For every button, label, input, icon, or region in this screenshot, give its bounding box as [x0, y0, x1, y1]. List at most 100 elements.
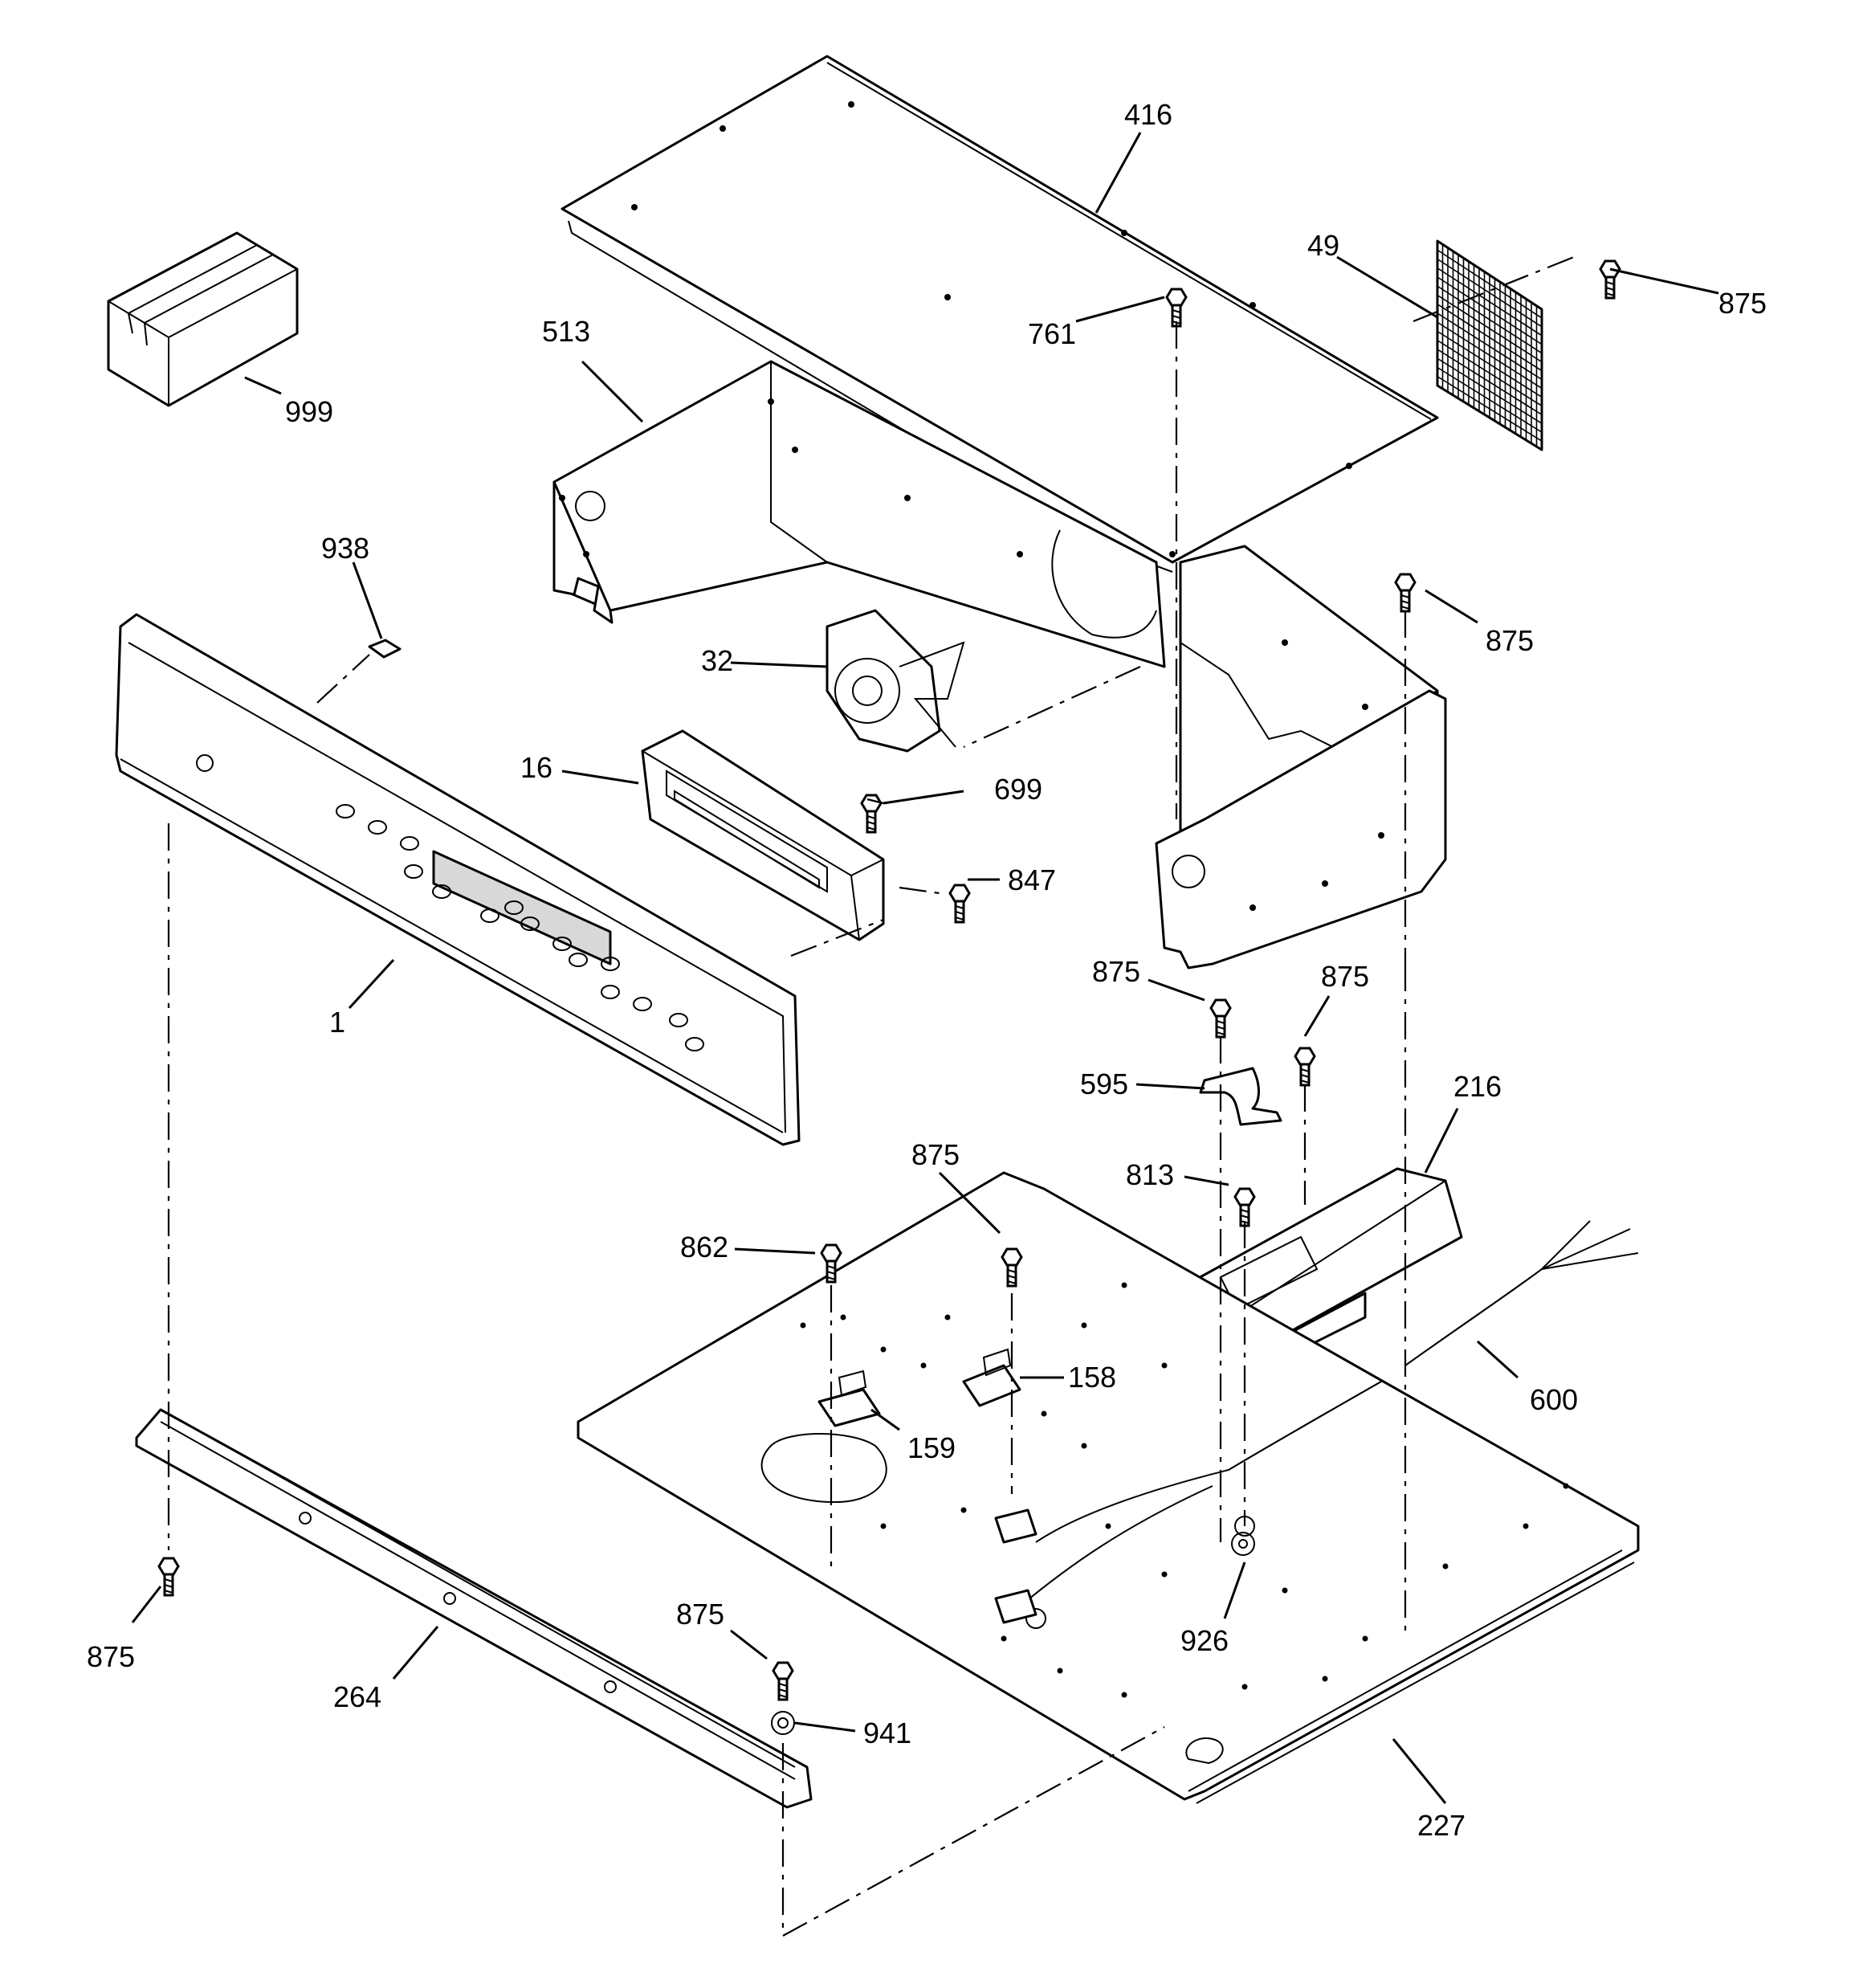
callout-875-top-right: 875 [1718, 287, 1767, 320]
thermostat-158 [962, 1348, 1021, 1407]
screw-icon [1599, 259, 1621, 300]
tray-hole [1322, 1676, 1328, 1682]
callout-16: 16 [520, 751, 552, 784]
panel-button-icon [685, 1037, 704, 1051]
callout-216: 216 [1453, 1070, 1502, 1103]
callout-264: 264 [333, 1680, 381, 1713]
cooling-fan-32 [826, 609, 965, 753]
screw-icon [1394, 573, 1417, 613]
mesh-line [1437, 330, 1543, 398]
panel-button-icon [633, 997, 652, 1011]
screw-icon [948, 884, 971, 924]
panel-button-icon [336, 804, 355, 818]
panel-button-icon [669, 1013, 688, 1027]
mesh-line [1437, 312, 1543, 381]
leader-lines [131, 132, 1719, 1804]
panel-button-icon [480, 908, 499, 923]
grille-mesh-49 [1436, 239, 1543, 451]
callout-926: 926 [1180, 1624, 1229, 1657]
callout-938: 938 [321, 532, 369, 565]
screw-icon [1294, 1047, 1316, 1087]
tray-hole [1563, 1483, 1569, 1489]
mesh-line [1437, 267, 1543, 337]
panel-button-icon [368, 820, 387, 835]
mesh-line [1437, 340, 1543, 406]
tray-hole [1001, 1635, 1007, 1642]
callout-875-mid-3: 875 [911, 1138, 960, 1171]
tray-hole [944, 1314, 951, 1321]
screw-icon [1001, 1247, 1023, 1288]
panel-button-icon [504, 900, 524, 915]
callout-1: 1 [329, 1006, 345, 1039]
clamp-595 [1199, 1067, 1282, 1126]
callout-875-left: 875 [87, 1640, 135, 1673]
mesh-line [1437, 294, 1543, 363]
callout-999: 999 [285, 395, 333, 428]
mesh-line [1437, 349, 1543, 415]
panel-button-icon [601, 957, 620, 971]
mesh-line [1437, 376, 1543, 442]
callout-941: 941 [863, 1717, 911, 1749]
assembly-lines [167, 255, 1575, 1937]
screw-group [157, 259, 1621, 1701]
screw-icon [772, 1661, 794, 1701]
tray-hole [880, 1346, 887, 1353]
screw-icon [1233, 1187, 1256, 1227]
tray-hole [880, 1523, 887, 1529]
mesh-line [1437, 321, 1543, 390]
mesh-line [1437, 366, 1543, 433]
tray-hole [1161, 1571, 1168, 1578]
screw-icon [820, 1243, 842, 1284]
panel-button-icon [432, 884, 451, 899]
back-wall-513 [552, 360, 1166, 668]
mesh-line [1437, 357, 1543, 424]
thermostat-159 [817, 1370, 881, 1427]
tray-hole [1523, 1523, 1529, 1529]
panel-button-icon [400, 836, 419, 851]
tray-hole [800, 1322, 806, 1329]
screw-icon [157, 1557, 180, 1597]
tray-hole [1442, 1563, 1449, 1570]
callout-875-mid-1: 875 [1092, 955, 1140, 988]
callout-600: 600 [1530, 1383, 1578, 1416]
callout-813: 813 [1126, 1158, 1174, 1191]
panel-button-icon [552, 937, 572, 951]
tray-hole [1282, 1587, 1288, 1594]
callout-32: 32 [701, 644, 733, 677]
clip-938 [368, 639, 402, 659]
tray-hole [1081, 1322, 1087, 1329]
control-board-16 [641, 729, 885, 941]
tray-hole [960, 1507, 967, 1513]
callout-416: 416 [1124, 98, 1172, 131]
callout-49: 49 [1307, 229, 1339, 262]
panel-button-icon [404, 864, 423, 879]
mesh-line [1437, 285, 1543, 354]
tray-hole [1121, 1282, 1127, 1288]
top-panel-416 [561, 55, 1439, 573]
tray-hole [1241, 1684, 1248, 1690]
heating-element-600 [994, 1220, 1639, 1624]
callout-875-mid-2: 875 [1321, 960, 1369, 993]
callout-159: 159 [907, 1431, 956, 1464]
mesh-line [1437, 249, 1543, 319]
callout-227: 227 [1417, 1809, 1466, 1842]
mesh-line [1437, 304, 1543, 372]
tray-hole [1081, 1443, 1087, 1449]
lockwasher-941 [771, 1711, 795, 1735]
callout-875-right: 875 [1486, 624, 1534, 657]
callout-862: 862 [680, 1231, 728, 1263]
tray-hole [840, 1314, 846, 1321]
tray-hole [1041, 1410, 1047, 1417]
callout-699: 699 [994, 773, 1042, 806]
callout-847: 847 [1008, 863, 1056, 896]
panel-button-icon [601, 985, 620, 999]
bottom-tray-227 [577, 1171, 1640, 1804]
callout-761: 761 [1028, 317, 1076, 350]
screw-icon [1209, 998, 1232, 1039]
callout-labels: 416 49 875 999 513 761 938 875 32 16 699… [87, 98, 1767, 1842]
panel-button-icon [520, 916, 540, 931]
tray-hole [1105, 1523, 1111, 1529]
side-wall-right [1155, 545, 1447, 970]
callout-875-bottom: 875 [676, 1598, 724, 1631]
